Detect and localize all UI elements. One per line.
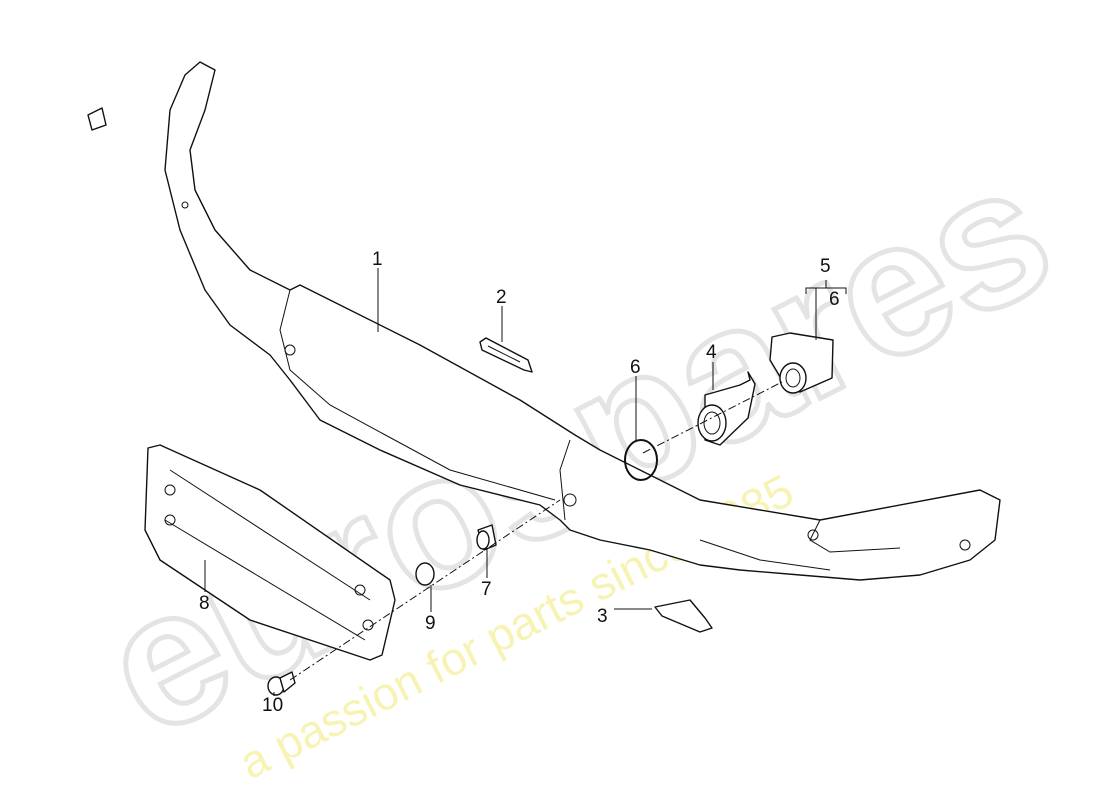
callout-7: 7 bbox=[481, 579, 492, 600]
callout-9: 9 bbox=[425, 613, 436, 634]
callout-10: 10 bbox=[262, 695, 283, 716]
tow-hook-cover bbox=[654, 599, 713, 633]
leader-lines bbox=[204, 268, 847, 696]
callout-5: 5 bbox=[820, 256, 831, 277]
seal-ring bbox=[624, 439, 658, 481]
callout-1: 1 bbox=[372, 249, 383, 270]
license-plate-bracket bbox=[144, 444, 396, 661]
callout-2: 2 bbox=[496, 287, 507, 308]
grille-clip bbox=[479, 337, 533, 373]
callout-3: 3 bbox=[597, 606, 608, 627]
callout-6-left: 6 bbox=[630, 357, 641, 378]
spacer bbox=[476, 524, 497, 551]
bumper-cover bbox=[87, 61, 1001, 581]
callout-6-right: 6 bbox=[829, 289, 840, 310]
washer bbox=[415, 562, 435, 586]
callout-4: 4 bbox=[706, 342, 717, 363]
screw bbox=[267, 671, 296, 696]
sensor-holder bbox=[769, 332, 834, 394]
callout-8: 8 bbox=[199, 593, 210, 614]
